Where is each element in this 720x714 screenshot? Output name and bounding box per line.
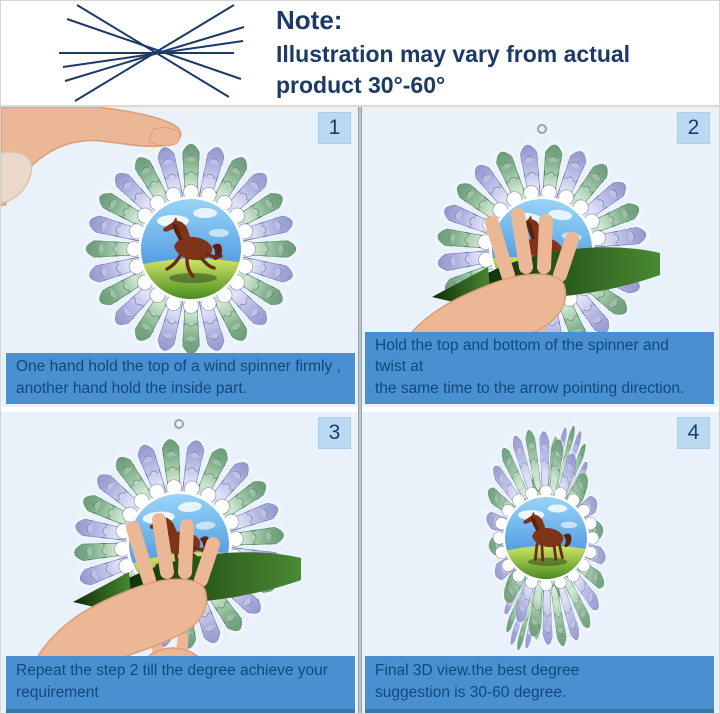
note-title: Note: xyxy=(276,5,343,35)
step-1-photo xyxy=(1,107,360,407)
caption-line: Final 3D view.the best degree xyxy=(375,662,580,680)
caption-line: Hold the top and bottom of the spinner a… xyxy=(375,336,669,376)
caption-line: One hand hold the top of a wind spinner … xyxy=(16,358,341,376)
caption-line: suggestion is 30-60 degree. xyxy=(375,683,567,701)
note-line-2: product 30°-60° xyxy=(276,72,446,99)
caption-line: another hand hold the inside part. xyxy=(16,379,247,397)
step-4-caption: Final 3D view.the best degree suggestion… xyxy=(365,656,714,713)
caption-line: Repeat the step 2 till the degree achiev… xyxy=(16,662,328,680)
note-section: Note: Illustration may vary from actual … xyxy=(1,1,719,107)
step-4-photo xyxy=(360,412,719,713)
crossed-spinner-wires-icon xyxy=(59,4,245,102)
note-line-1: Illustration may vary from actual xyxy=(276,41,631,67)
step-panel-1: 1 One hand hold the top of a wind spinne… xyxy=(1,107,360,407)
step-1-number-badge: 1 xyxy=(318,112,351,144)
step-3-caption: Repeat the step 2 till the degree achiev… xyxy=(6,656,355,713)
step-panel-4: 4 Final 3D view.the best degree suggesti… xyxy=(360,407,719,713)
caption-line: requirement xyxy=(16,683,99,701)
step-2-caption: Hold the top and bottom of the spinner a… xyxy=(365,331,714,404)
step-4-number-badge: 4 xyxy=(677,417,710,449)
step-panel-2: 2 Hold the top and bottom of the spinner… xyxy=(360,107,719,407)
steps-grid: 1 One hand hold the top of a wind spinne… xyxy=(1,107,719,713)
step-3-photo xyxy=(1,412,360,713)
step-panel-3: 3 Repeat the step 2 till the degree achi… xyxy=(1,407,360,713)
step-2-number-badge: 2 xyxy=(677,112,710,144)
caption-line: the same time to the arrow pointing dire… xyxy=(375,379,685,397)
column-divider xyxy=(358,107,362,713)
step-1-caption: One hand hold the top of a wind spinner … xyxy=(6,353,355,404)
note-text-block: Note: Illustration may vary from actual … xyxy=(276,5,630,101)
step-3-number-badge: 3 xyxy=(318,417,351,449)
